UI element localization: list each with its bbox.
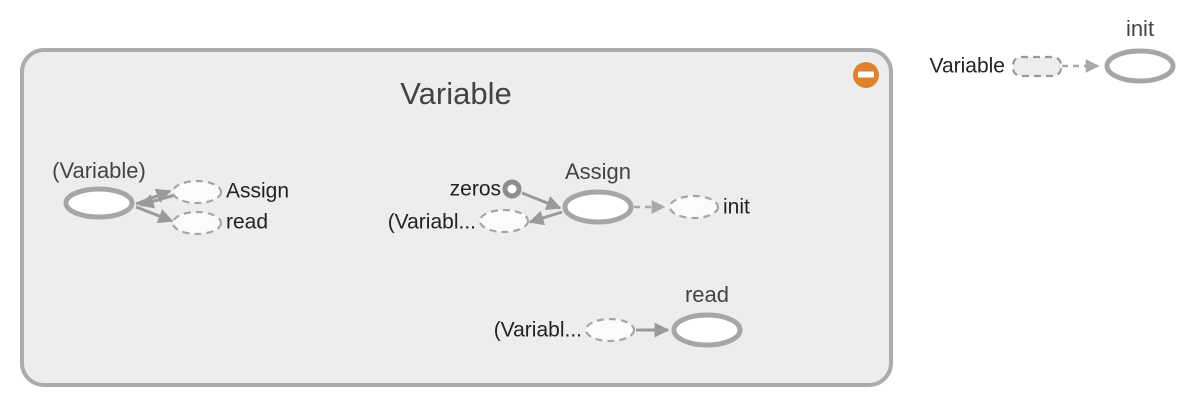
node-assign-annotation-label: Assign — [226, 180, 289, 203]
edge-variable-to-read-annot — [135, 205, 174, 224]
node-assign-op[interactable] — [562, 189, 634, 225]
edge-zeros-to-assign — [521, 191, 562, 211]
collapse-button[interactable] — [853, 62, 879, 88]
group-title: Variable — [400, 76, 511, 111]
node-read-annotation-label: read — [226, 211, 268, 234]
node-assign-annotation[interactable] — [171, 179, 223, 205]
node-variable-ref-label: (Variable) — [52, 158, 146, 183]
group-container-variable[interactable] — [20, 48, 893, 387]
node-variable-annotation-label: Variable — [930, 55, 1006, 78]
node-init-annotation-label: init — [723, 196, 750, 219]
node-read-op-label: read — [685, 282, 729, 307]
node-zeros-annotation[interactable] — [502, 179, 522, 199]
node-init-op[interactable] — [1104, 48, 1176, 84]
node-variable-ref[interactable] — [63, 186, 135, 220]
edge-assign-to-variable-ref — [528, 210, 563, 226]
node-assign-op-label: Assign — [565, 159, 631, 184]
node-init-annotation[interactable] — [668, 194, 720, 220]
node-variable-ref-read-label: (Variabl... — [494, 319, 582, 342]
minus-bar-icon — [858, 71, 874, 78]
node-variable-ref-assign[interactable] — [478, 208, 530, 234]
node-variable-ref-read[interactable] — [584, 317, 636, 343]
node-read-op[interactable] — [671, 312, 743, 348]
node-zeros-annotation-label: zeros — [450, 178, 501, 201]
node-init-op-label: init — [1126, 16, 1154, 41]
node-variable-annotation[interactable] — [1011, 55, 1063, 78]
node-read-annotation[interactable] — [171, 210, 223, 236]
node-variable-ref-assign-label: (Variabl... — [388, 211, 476, 234]
edge-assign-annot-to-variable — [138, 193, 176, 209]
